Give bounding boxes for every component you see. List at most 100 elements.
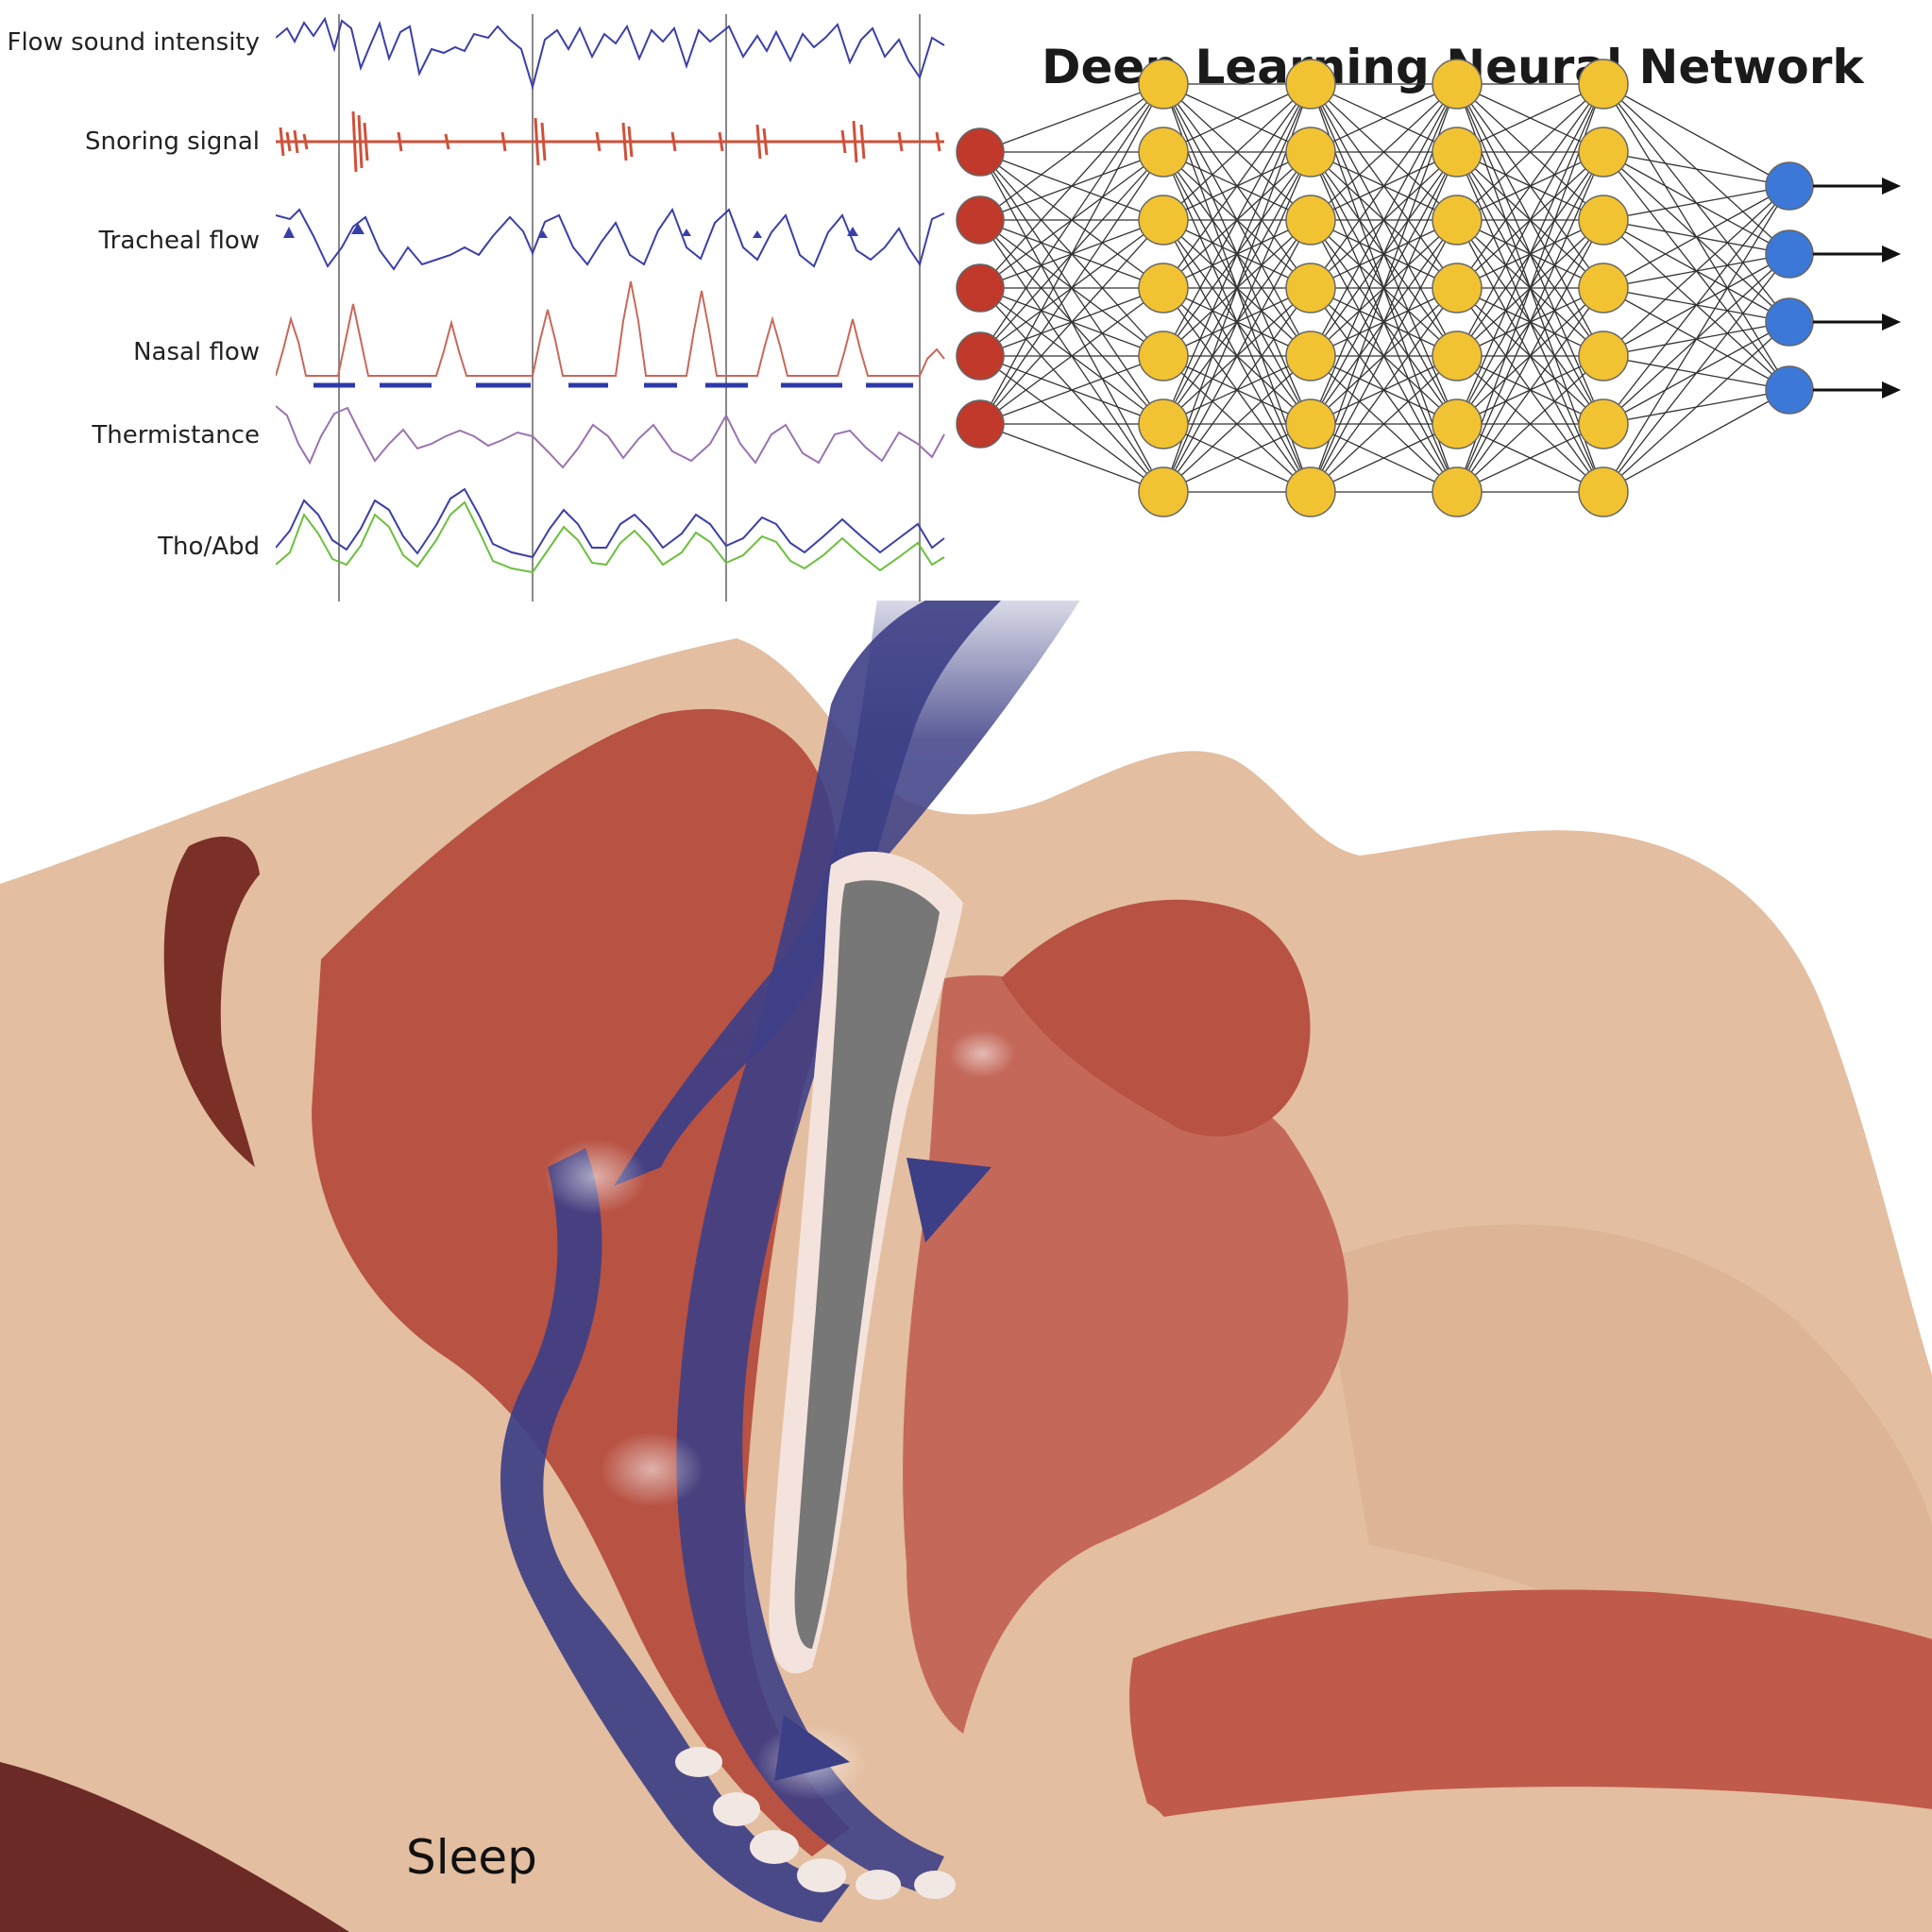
network-edge — [1602, 185, 1790, 289]
network-edge — [979, 219, 1164, 425]
network-edge — [1310, 83, 1458, 357]
hidden-node — [1432, 195, 1483, 246]
input-node — [956, 399, 1005, 449]
network-edge — [1162, 423, 1312, 493]
network-edge — [1162, 83, 1312, 153]
airflow-highlight — [949, 1030, 1015, 1077]
network-edge — [1310, 83, 1458, 221]
hidden-node — [1138, 127, 1189, 178]
network-edge — [979, 83, 1164, 289]
network-edge — [1456, 83, 1604, 221]
network-edge — [979, 355, 1164, 425]
tracheal-marker — [283, 227, 295, 238]
network-edge — [979, 83, 1164, 221]
input-node — [956, 331, 1005, 381]
arrow-right-icon — [1882, 178, 1901, 195]
hidden-node — [1578, 330, 1629, 381]
network-edge — [1456, 219, 1604, 493]
tracheal-marker — [538, 230, 548, 238]
shoulder — [0, 1762, 349, 1932]
network-edge — [1162, 83, 1312, 357]
hidden-node — [1285, 127, 1336, 178]
airway-illustration — [0, 601, 1932, 1932]
network-edge — [979, 83, 1164, 153]
airflow-arrow-icon — [774, 1715, 850, 1781]
output-node — [1765, 365, 1814, 415]
signal-label-snoring: Snoring signal — [85, 127, 260, 156]
teeth — [675, 1747, 956, 1900]
lower-lip — [1076, 1800, 1171, 1894]
network-edge — [1602, 83, 1790, 187]
airflow-nasal-passage — [676, 601, 1001, 1894]
output-arrows — [1813, 178, 1901, 398]
network-edge — [1310, 83, 1458, 289]
tooth — [750, 1830, 799, 1864]
network-edge — [1310, 355, 1458, 493]
hidden-node — [1138, 466, 1189, 517]
network-edge — [1310, 83, 1458, 153]
network-edge — [1456, 83, 1604, 357]
airflow-arrow-icon — [907, 1158, 991, 1243]
network-edge — [1602, 185, 1790, 357]
network-edge — [1310, 83, 1458, 425]
network-edge — [1456, 151, 1604, 493]
network-edge — [1456, 83, 1604, 425]
network-edge — [1456, 83, 1604, 289]
tracheal-marker — [682, 229, 691, 236]
network-edge — [1310, 151, 1458, 493]
hidden-node — [1285, 398, 1336, 449]
signal-label-nasal: Nasal flow — [133, 338, 260, 366]
output-node — [1765, 161, 1814, 211]
event-markers — [338, 14, 921, 602]
trace-flow-sound — [276, 16, 945, 91]
network-edge — [1456, 287, 1604, 493]
network-edge — [979, 83, 1164, 425]
network-edge — [1162, 151, 1312, 493]
tracheal-marker — [753, 230, 762, 238]
network-nodes — [956, 59, 1814, 517]
arrow-right-icon — [1882, 314, 1901, 330]
network-edge — [1602, 389, 1790, 493]
hidden-node — [1578, 466, 1629, 517]
network-edge — [1310, 287, 1458, 493]
hidden-node — [1285, 466, 1336, 517]
hidden-node — [1138, 195, 1189, 246]
network-edge — [1456, 355, 1604, 493]
signal-label-flow-sound: Flow sound intensity — [7, 28, 260, 57]
tooth — [797, 1858, 846, 1892]
network-edge — [979, 287, 1164, 425]
hidden-node — [1578, 127, 1629, 178]
hidden-node — [1432, 330, 1483, 381]
network-edge — [979, 83, 1164, 357]
output-node — [1765, 229, 1814, 279]
network-edge — [1162, 287, 1312, 493]
arrow-right-icon — [1882, 246, 1901, 263]
network-connections — [979, 83, 1790, 493]
output-node — [1765, 297, 1814, 347]
hidden-node — [1432, 59, 1483, 110]
soft-palate — [1001, 899, 1311, 1137]
airflow-highlight — [543, 1139, 647, 1214]
hidden-node — [1578, 263, 1629, 314]
signal-label-tho-abd: Tho/Abd — [158, 533, 260, 561]
tracheal-markers — [283, 223, 858, 238]
trace-nasal — [276, 280, 945, 377]
hidden-node — [1285, 263, 1336, 314]
sleep-caption: Sleep — [406, 1830, 537, 1885]
network-edge — [1602, 185, 1790, 493]
tracheal-marker — [847, 227, 858, 236]
hidden-node — [1578, 59, 1629, 110]
tongue — [903, 974, 1348, 1734]
hidden-node — [1578, 398, 1629, 449]
airflow-highlight — [600, 1432, 703, 1507]
hidden-node — [1432, 263, 1483, 314]
signal-traces — [276, 14, 945, 602]
network-edge — [1602, 321, 1790, 493]
hidden-node — [1138, 59, 1189, 110]
arrow-right-icon — [1882, 381, 1901, 398]
hidden-node — [1432, 466, 1483, 517]
network-edge — [1456, 83, 1604, 153]
trace-snoring — [276, 110, 944, 173]
tracheal-marker — [351, 223, 364, 234]
